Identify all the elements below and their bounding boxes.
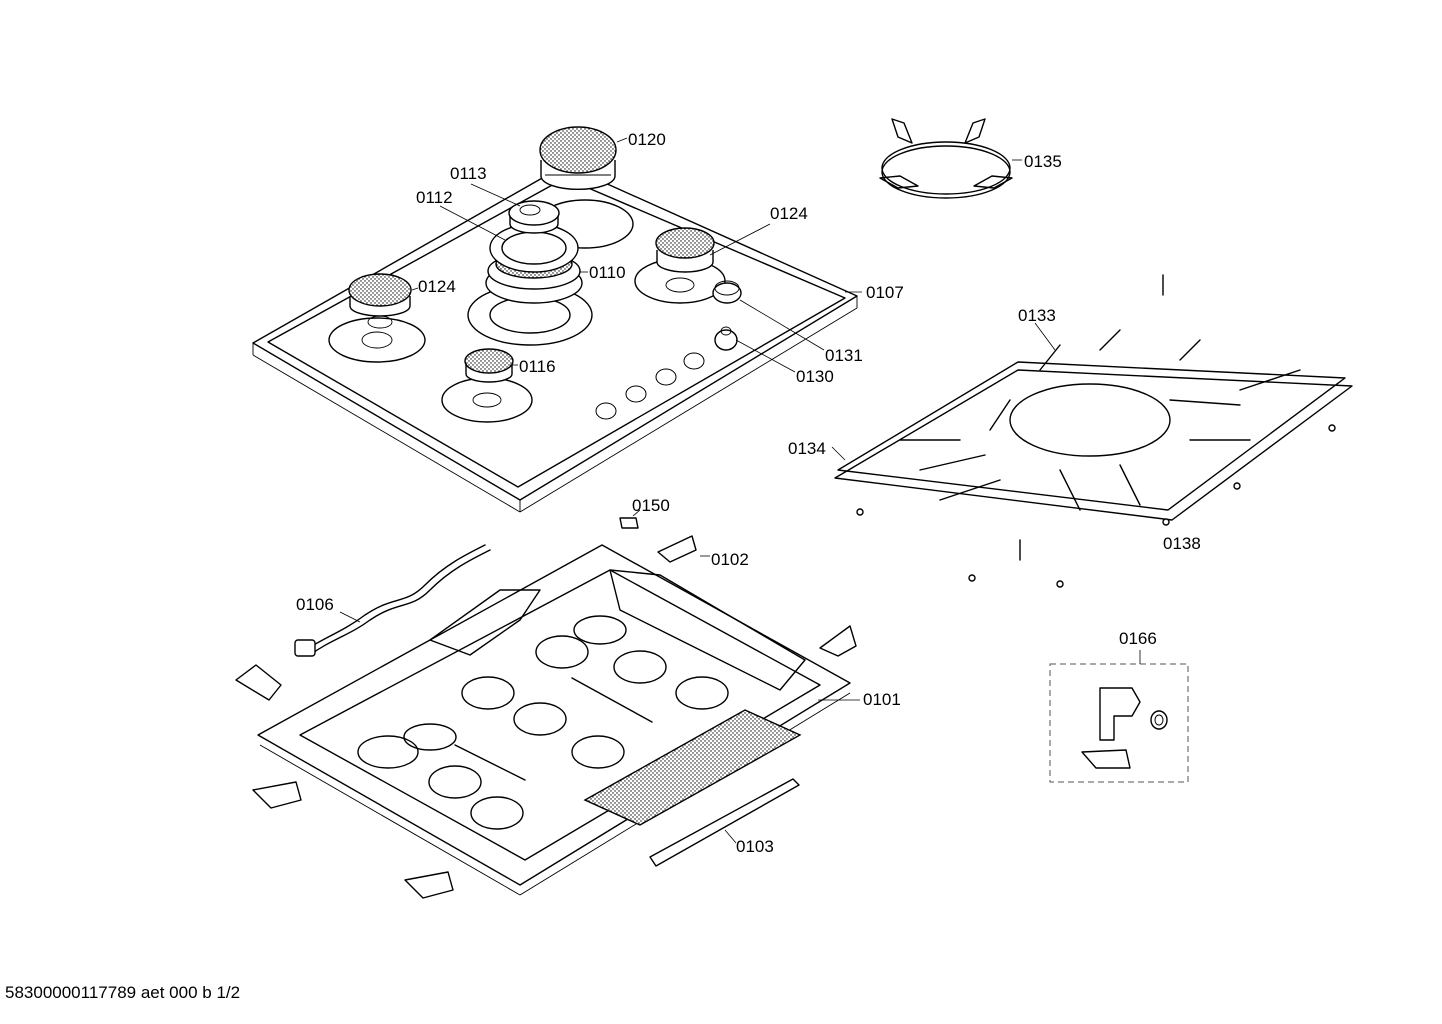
label-0107: 0107 [866,283,904,302]
label-0130: 0130 [796,367,834,386]
label-0113: 0113 [450,164,487,183]
label-0102: 0102 [711,550,749,569]
power-cable [235,544,491,701]
trim-strip-0103 [649,778,800,867]
label-0106: 0106 [296,595,334,614]
label-0120: 0120 [628,130,666,149]
label-0110: 0110 [589,263,626,282]
label-0134: 0134 [788,439,826,458]
leader-lines-cooktop [411,137,862,373]
label-0124-right: 0124 [770,204,808,223]
wok-burner-assembly [485,200,583,304]
pan-support-grid [831,274,1353,588]
label-0101: 0101 [863,690,901,709]
base-tray [257,544,860,896]
burner-cap-0124-left [348,273,412,329]
label-0138: 0138 [1163,534,1201,553]
label-0150: 0150 [632,496,670,515]
burner-cap-0116 [464,348,514,383]
label-0131: 0131 [825,346,863,365]
burner-cap-0124-right [655,227,715,273]
part-labels: 0120 0113 0112 0124 0124 0110 0107 0131 … [296,130,1201,856]
label-0112: 0112 [416,188,453,207]
drawing-footer-code: 58300000117789 aet 000 b 1/2 [5,983,240,1002]
label-0103: 0103 [736,837,774,856]
label-0133: 0133 [1018,306,1056,325]
burner-cap-0120 [539,126,617,191]
knob-and-spindle [712,280,742,351]
label-0166: 0166 [1119,629,1157,648]
wok-support-ring [879,118,1022,199]
label-0124-left: 0124 [418,277,456,296]
fixing-clips [252,509,857,899]
label-0135: 0135 [1024,152,1062,171]
gas-conversion-kit [1049,650,1189,783]
label-0116: 0116 [519,357,556,376]
